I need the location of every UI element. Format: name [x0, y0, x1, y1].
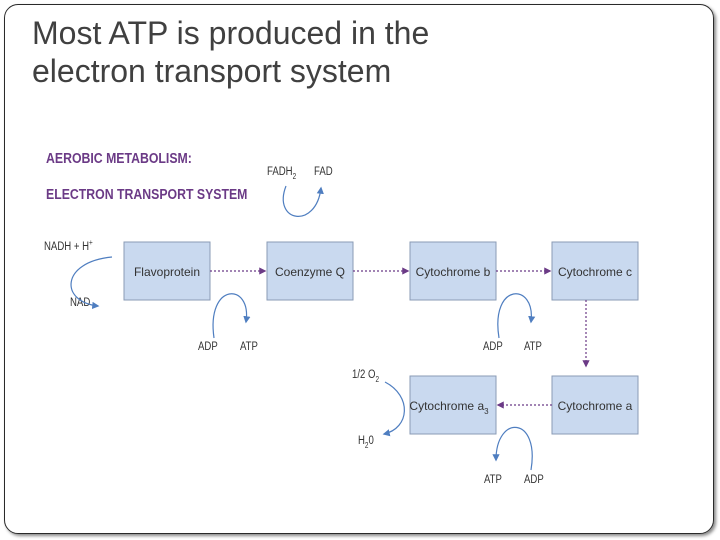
- slide-frame: [4, 4, 714, 534]
- label-fadh2: FADH2: [267, 165, 296, 181]
- label-adp-1: ADP: [198, 340, 218, 353]
- label-nadh-sup: +: [89, 237, 93, 247]
- label-half-o2: 1/2 O2: [352, 368, 379, 384]
- box-cytochrome-c-label: Cytochrome c: [558, 265, 632, 279]
- label-atp-2: ATP: [524, 340, 542, 353]
- label-fadh2-main: FADH: [267, 165, 293, 178]
- box-cytochrome-b: Cytochrome b: [409, 241, 497, 301]
- label-h2o-h: H: [358, 434, 365, 447]
- label-adp-2: ADP: [483, 340, 503, 353]
- label-h2o-o: 0: [368, 434, 373, 447]
- box-flavoprotein-label: Flavoprotein: [134, 265, 200, 279]
- box-coenzyme-q: Coenzyme Q: [266, 241, 354, 301]
- box-cytochrome-a-label: Cytochrome a: [558, 399, 633, 413]
- curve-adp-to-atp-1: [212, 293, 251, 339]
- label-fadh2-sub: 2: [293, 171, 297, 181]
- box-cytochrome-a3: Cytochrome a3: [409, 375, 497, 435]
- label-nadh: NADH + H+: [44, 237, 93, 253]
- curve-o2-to-h2o: [382, 381, 405, 437]
- curve-adp-to-atp-2: [497, 293, 536, 339]
- label-half-o2-sub: 2: [375, 374, 379, 384]
- box-coenzyme-q-label: Coenzyme Q: [275, 265, 345, 279]
- label-h2o: H20: [358, 434, 374, 450]
- cytochrome-a3-sub: 3: [484, 407, 489, 416]
- cytochrome-a3-main: Cytochrome a: [409, 399, 484, 413]
- label-half-o2-main: 1/2 O: [352, 368, 375, 381]
- label-h2o-sub: 2: [365, 440, 369, 450]
- label-atp-3: ATP: [484, 473, 502, 486]
- diagram-heading-line-1: AEROBIC METABOLISM:: [46, 150, 192, 166]
- box-cytochrome-a3-label: Cytochrome a3: [409, 399, 489, 416]
- label-nadh-main: NADH + H: [44, 240, 89, 253]
- box-cytochrome-a: Cytochrome a: [551, 375, 639, 435]
- label-adp-3: ADP: [524, 473, 544, 486]
- box-cytochrome-b-label: Cytochrome b: [416, 265, 491, 279]
- diagram-heading-line-2: ELECTRON TRANSPORT SYSTEM: [46, 186, 247, 202]
- box-flavoprotein: Flavoprotein: [123, 241, 211, 301]
- slide-title: Most ATP is produced in the electron tra…: [32, 14, 672, 90]
- slide-title-line-1: Most ATP is produced in the: [32, 15, 430, 51]
- curve-fadh2-to-fad: [282, 185, 324, 217]
- box-cytochrome-c: Cytochrome c: [551, 241, 639, 301]
- label-atp-1: ATP: [240, 340, 258, 353]
- curve-nadh-to-nad: [70, 256, 113, 309]
- label-nad: NAD: [70, 296, 90, 309]
- slide-title-line-2: electron transport system: [32, 53, 392, 89]
- label-fad: FAD: [314, 165, 333, 178]
- curve-adp-to-atp-3: [492, 426, 533, 471]
